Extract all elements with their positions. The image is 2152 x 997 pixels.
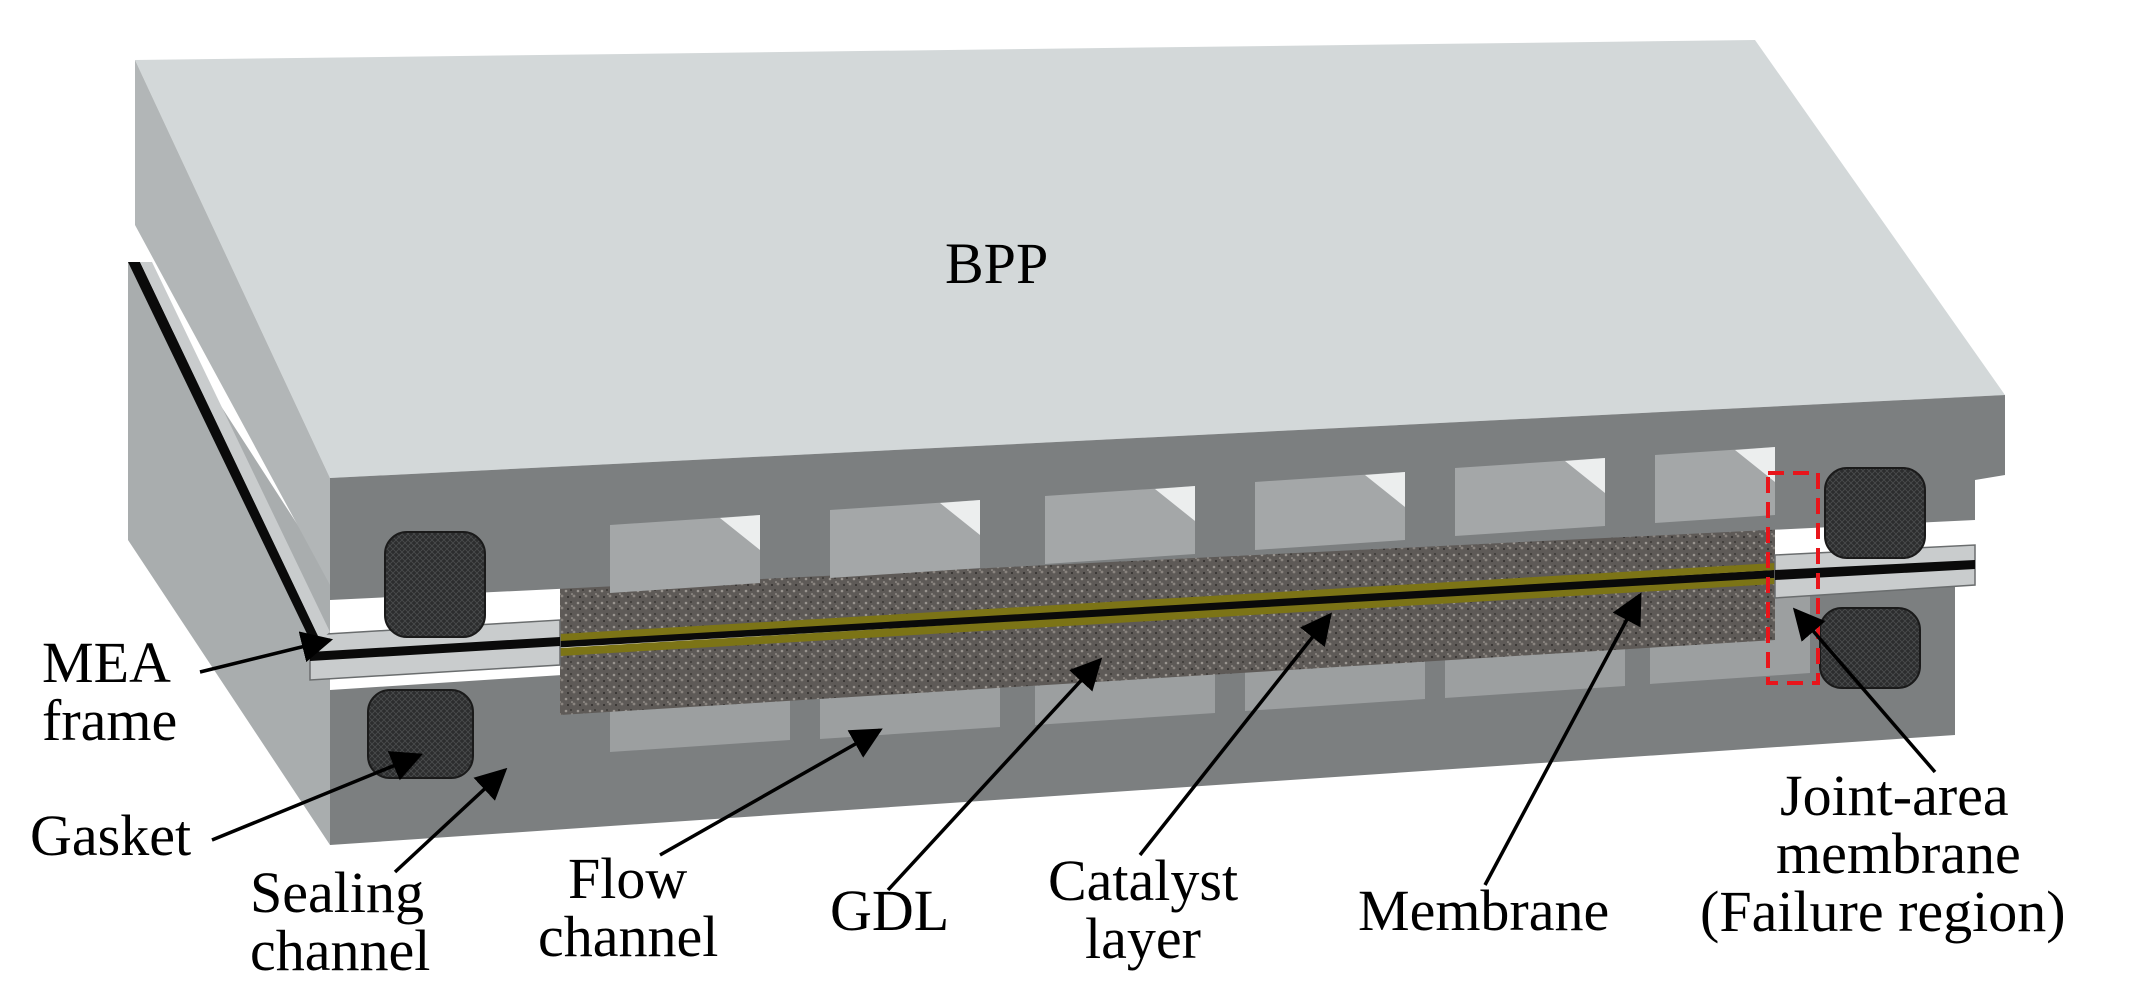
- sealing-channel-label-line2: channel: [250, 918, 430, 983]
- mea-frame-label-line1: MEA: [42, 630, 171, 695]
- gasket-left-bottom: [367, 689, 474, 779]
- catalyst-layer-label-line2: layer: [1085, 906, 1201, 971]
- gasket-left-top: [384, 531, 486, 638]
- mea-frame-right-membrane: [1775, 560, 1975, 580]
- gasket-label: Gasket: [30, 803, 191, 868]
- joint-area-label-line3: (Failure region): [1700, 879, 2066, 944]
- joint-area-label-line2: membrane: [1776, 821, 2021, 886]
- leader-arrows: [199, 592, 1937, 892]
- mea-frame-left-membrane: [310, 637, 560, 661]
- mea-left-edge: [128, 262, 320, 640]
- gasket-arrow: [211, 751, 423, 842]
- membrane-label: Membrane: [1358, 878, 1609, 943]
- flow-channel-label-line2: channel: [538, 904, 718, 969]
- flow-channel-label-line1: Flow: [568, 846, 687, 911]
- flow-channel-arrow: [659, 728, 883, 857]
- failure-region-box: [1766, 471, 1820, 685]
- membrane-layer: [550, 569, 1790, 648]
- top-channel-highlights: [720, 447, 1775, 550]
- top-plate-top-face: [135, 40, 2005, 478]
- membrane-arrow: [1483, 592, 1642, 886]
- joint-area-arrow: [1792, 607, 1937, 774]
- gdl-upper: [560, 515, 1775, 634]
- gasket-right-bottom: [1819, 607, 1921, 689]
- catalyst-layer-arrow: [1138, 612, 1332, 857]
- top-flow-channels: [610, 447, 1775, 593]
- bpp-label: BPP: [945, 231, 1048, 296]
- mea-frame-label-line2: frame: [42, 688, 177, 753]
- top-bipolar-plate: [135, 40, 2005, 600]
- gasket-right-top: [1824, 467, 1926, 559]
- gdl-lower: [560, 582, 1775, 715]
- mea-frame-arrow: [199, 631, 334, 674]
- mea-stack: [128, 262, 1976, 715]
- catalyst-layer-upper: [560, 562, 1775, 641]
- bottom-plate-left-face: [128, 262, 330, 845]
- catalyst-layer-label-line1: Catalyst: [1048, 848, 1238, 913]
- catalyst-layer-lower: [560, 576, 1775, 656]
- top-plate-left-face: [135, 60, 330, 585]
- mea-left-edge-frame: [140, 262, 330, 640]
- sealing-channel-arrow: [393, 767, 508, 874]
- gdl-arrow: [886, 657, 1103, 892]
- joint-area-label-line1: Joint-area: [1780, 763, 2009, 828]
